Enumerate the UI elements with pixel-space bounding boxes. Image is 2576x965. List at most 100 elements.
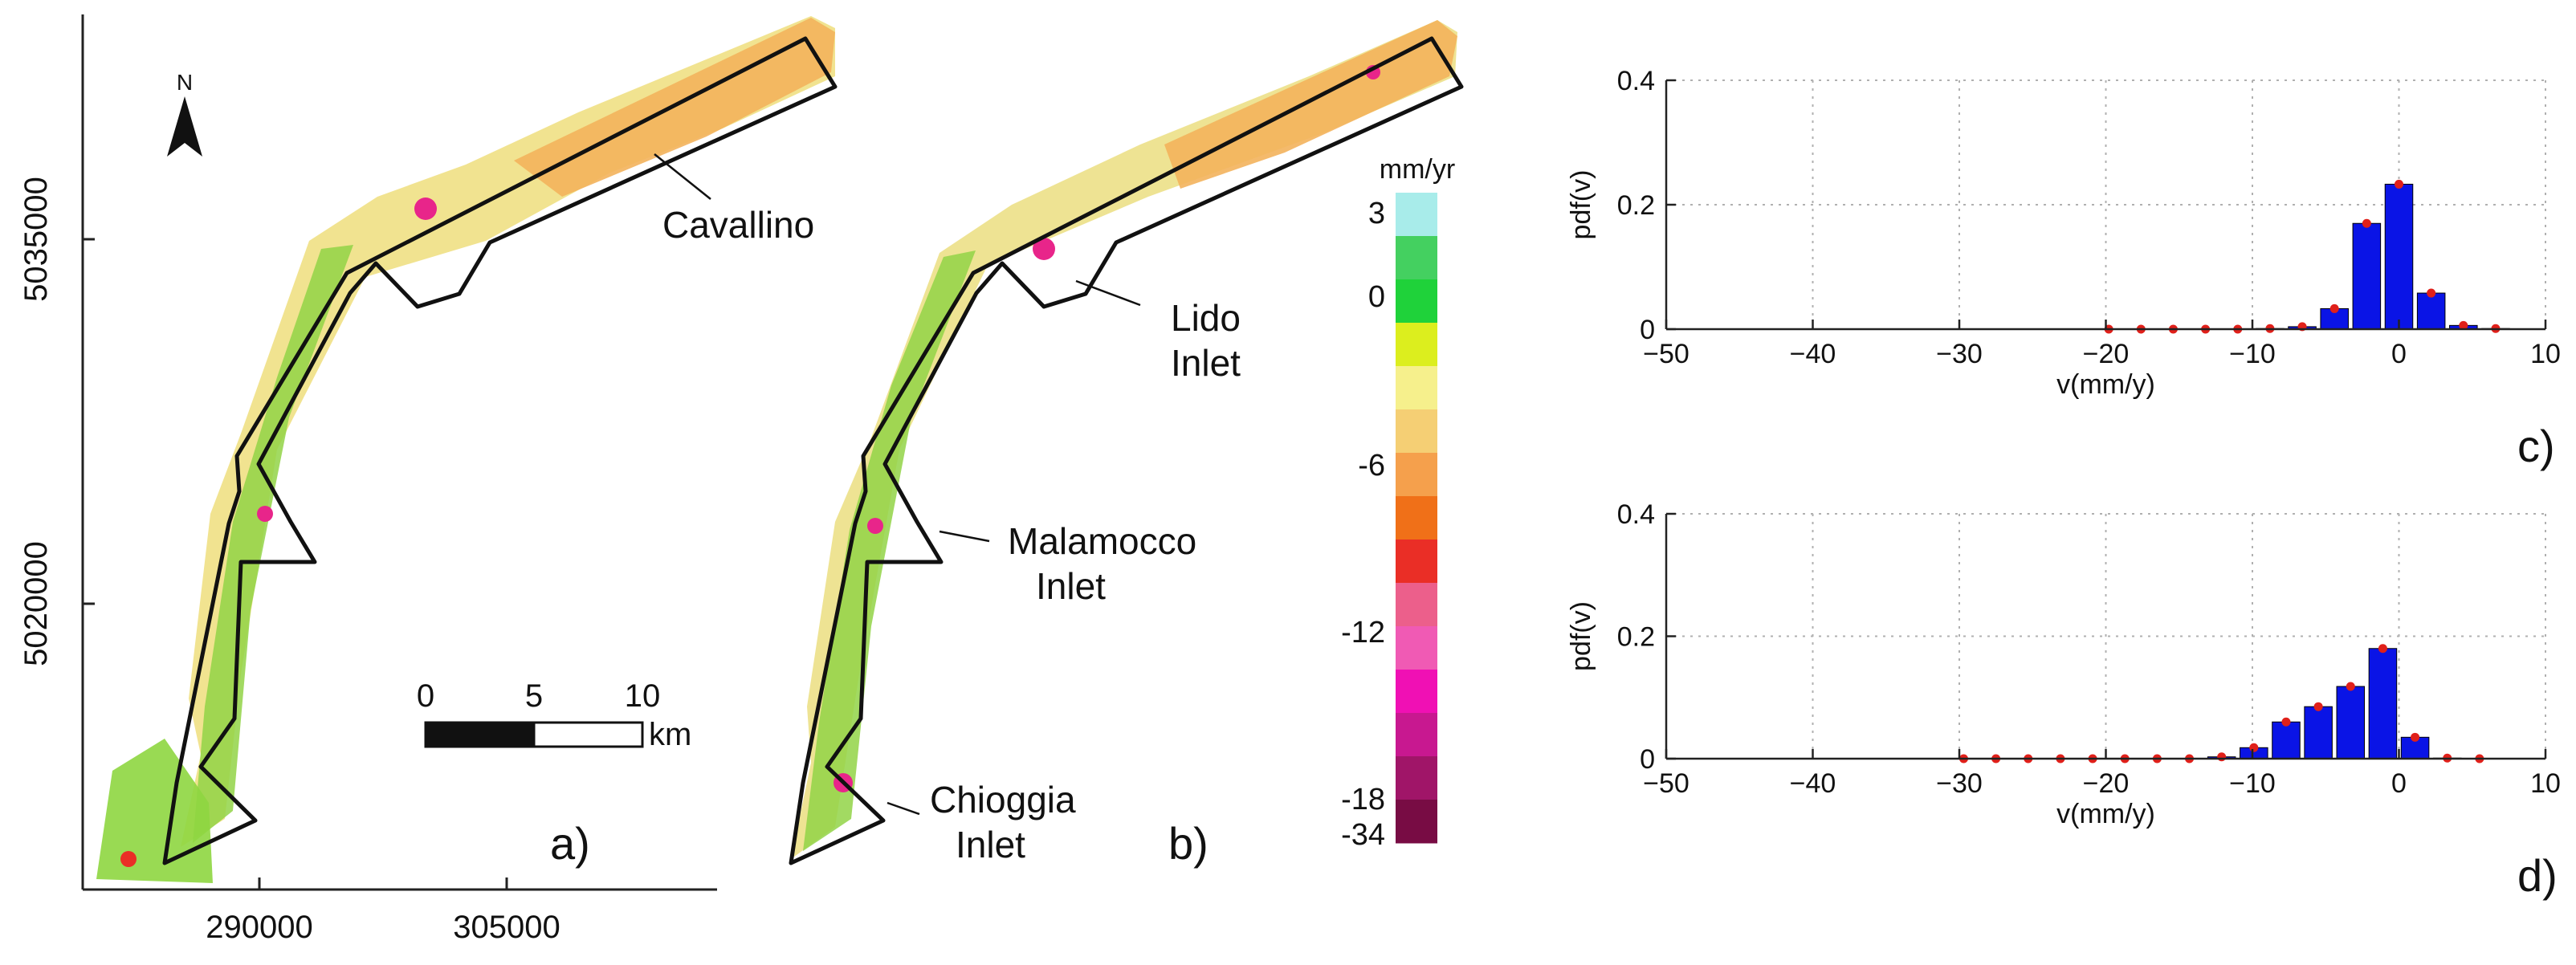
panel-label-d: d) — [2517, 850, 2558, 901]
scale-bar-label: 5 — [525, 678, 543, 714]
scale-bar-label: 0 — [417, 678, 434, 714]
colorbar-tick-label: 0 — [1368, 280, 1385, 314]
colorbar-tick-label: -34 — [1341, 818, 1385, 852]
x-tick-label: 10 — [2530, 339, 2561, 369]
ps-data-strip-green — [803, 250, 976, 851]
x-tick-label: 305000 — [453, 910, 560, 945]
x-tick-label: −30 — [1936, 339, 1983, 369]
colorbar-tick-label: -18 — [1341, 783, 1385, 816]
pdf-marker — [2346, 682, 2355, 691]
x-tick-label: 10 — [2530, 768, 2561, 799]
x-tick-label: −20 — [2083, 339, 2130, 369]
map-panel-b: Lido Inlet Malamocco Inlet Chioggia Inle… — [789, 20, 1464, 869]
colorbar-swatch — [1396, 540, 1437, 584]
x-tick-label: 0 — [2391, 339, 2407, 369]
colorbar-swatch — [1396, 279, 1437, 324]
colorbar-swatch — [1396, 800, 1437, 844]
y-tick-label: 0.4 — [1617, 499, 1655, 530]
ps-data-strip — [791, 20, 1457, 859]
x-tick-label: −30 — [1936, 768, 1983, 799]
lido-leader — [1075, 279, 1141, 307]
ps-hotspot — [120, 851, 137, 867]
x-axis-label: v(mm/y) — [2056, 799, 2155, 829]
pdf-marker — [2459, 320, 2468, 330]
histogram-bar — [2416, 292, 2446, 330]
y-tick-label: 5020000 — [18, 541, 54, 666]
pdf-marker — [2362, 218, 2371, 228]
colorbar-swatch — [1396, 366, 1437, 410]
histogram-bar — [2336, 686, 2366, 759]
place-label-lido: Inlet — [1171, 342, 1241, 384]
x-tick-label: −50 — [1643, 339, 1689, 369]
x-axis-label: v(mm/y) — [2056, 369, 2155, 400]
study-area-outline — [789, 36, 1464, 865]
place-label-chioggia: Chioggia — [930, 779, 1076, 820]
ps-hotspot — [867, 518, 883, 534]
panel-label-a: a) — [550, 818, 590, 869]
colorbar-swatch — [1396, 583, 1437, 627]
pdf-marker — [2249, 743, 2259, 752]
study-area-outline — [162, 36, 838, 865]
north-label: N — [177, 70, 193, 95]
colorbar-tick-label: 3 — [1368, 197, 1385, 230]
colorbar-swatch — [1396, 496, 1437, 540]
ps-hotspot — [414, 197, 437, 220]
histogram-c: −50 −40 −30 −20 −10 0 10 0 0.2 0.4 v(mm/y) pdf(v) c… — [1566, 66, 2561, 471]
panel-label-c: c) — [2517, 421, 2555, 471]
x-tick-label: −10 — [2229, 768, 2276, 799]
ps-data-strip-green — [193, 245, 353, 843]
y-tick-label: 0.2 — [1617, 190, 1655, 221]
malamocco-leader — [939, 530, 990, 543]
pdf-marker — [2329, 303, 2339, 313]
histogram-c-plot: −50 −40 −30 −20 −10 0 10 0 0.2 0.4 v(mm/y) pdf(v) — [1566, 66, 2561, 400]
place-label-cavallino: Cavallino — [662, 204, 814, 246]
colorbar-swatch — [1396, 670, 1437, 714]
pdf-marker — [2427, 288, 2436, 298]
x-tick-label: −50 — [1643, 768, 1689, 799]
colorbar-tick-label: -6 — [1358, 449, 1385, 482]
colorbar-swatch — [1396, 626, 1437, 670]
north-arrow-icon — [167, 96, 202, 157]
x-tick-label: −10 — [2229, 339, 2276, 369]
pdf-marker — [2281, 717, 2291, 727]
y-axis-label: pdf(v) — [1566, 170, 1596, 240]
histogram-bar — [2304, 706, 2333, 759]
ps-hotspot — [257, 506, 273, 522]
x-tick-label: −20 — [2083, 768, 2130, 799]
scale-bar-unit: km — [649, 717, 691, 752]
x-tick-label: 290000 — [206, 910, 312, 945]
scale-bar-black-segment — [424, 721, 536, 748]
chioggia-leader — [887, 801, 920, 816]
pdf-marker — [2378, 644, 2387, 654]
colorbar-swatch — [1396, 453, 1437, 497]
histogram-bar — [2384, 183, 2414, 330]
colorbar: mm/yr 3 0 -6 -12 -18 -34 — [1341, 154, 1455, 852]
histogram-bar — [2368, 648, 2398, 759]
y-tick-label: 5035000 — [18, 177, 54, 302]
x-tick-label: 0 — [2391, 768, 2407, 799]
y-axis-label: pdf(v) — [1566, 601, 1596, 671]
pdf-marker — [2411, 732, 2420, 742]
colorbar-swatch — [1396, 713, 1437, 757]
place-label-chioggia: Inlet — [956, 824, 1025, 865]
x-tick-label: −40 — [1790, 768, 1836, 799]
y-tick-label: 0.4 — [1617, 66, 1655, 96]
y-tick-label: 0 — [1640, 315, 1655, 345]
colorbar-swatches — [1396, 193, 1437, 844]
colorbar-tick-label: -12 — [1341, 616, 1385, 649]
scale-bar-label: 10 — [625, 678, 661, 714]
colorbar-swatch — [1396, 409, 1437, 454]
x-tick-label: −40 — [1790, 339, 1836, 369]
pdf-marker — [2313, 702, 2323, 711]
histogram-bar — [2272, 721, 2301, 759]
colorbar-swatch — [1396, 236, 1437, 280]
histogram-bar — [2352, 222, 2382, 330]
place-label-lido: Lido — [1171, 297, 1241, 339]
ps-data-strip — [181, 16, 835, 847]
cavallino-leader — [654, 153, 711, 200]
ps-hotspot — [1033, 238, 1055, 260]
